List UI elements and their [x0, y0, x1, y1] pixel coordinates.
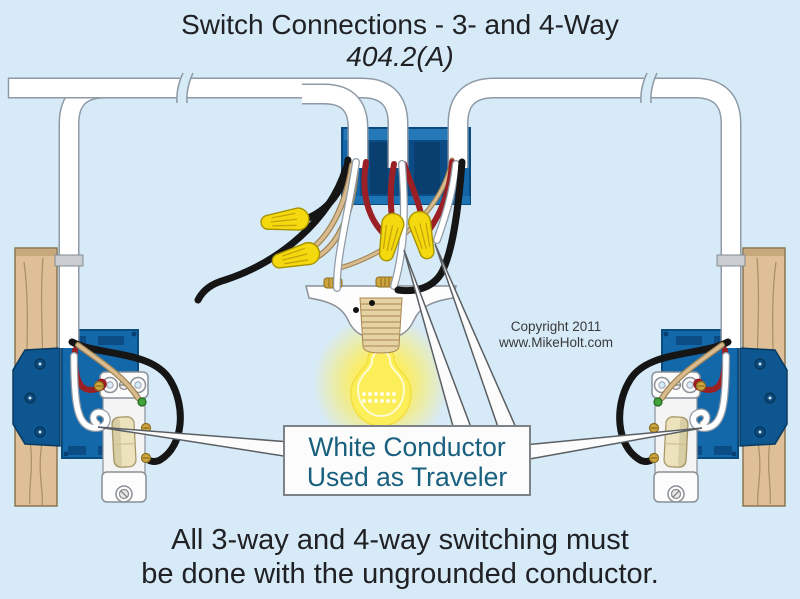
bulb-filament	[362, 392, 396, 403]
callout-line2: Used as Traveler	[307, 462, 507, 492]
light-fixture	[305, 276, 457, 451]
lamp-socket-threads	[359, 297, 403, 354]
callout-pointers	[97, 243, 703, 461]
copyright-line1: Copyright 2011	[511, 319, 602, 334]
caption-line2: be done with the ungrounded conductor.	[141, 558, 659, 590]
callout-box: White Conductor Used as Traveler	[283, 425, 531, 496]
junction-wires	[194, 156, 466, 304]
title: Switch Connections - 3- and 4-Way 404.2(…	[181, 9, 619, 72]
white-neutral-wire	[334, 159, 359, 291]
caption-line1: All 3-way and 4-way switching must	[171, 524, 629, 556]
title-line1: Switch Connections - 3- and 4-Way	[181, 9, 619, 40]
copyright: Copyright 2011 www.MikeHolt.com	[498, 319, 613, 350]
caption: All 3-way and 4-way switching must be do…	[141, 524, 659, 590]
title-line2: 404.2(A)	[346, 41, 453, 72]
copyright-line2: www.MikeHolt.com	[498, 335, 613, 350]
cable-run-right	[447, 77, 680, 168]
white-traveler-wire	[391, 161, 407, 289]
cable-run-left	[7, 77, 409, 168]
callout-line1: White Conductor	[308, 432, 506, 462]
